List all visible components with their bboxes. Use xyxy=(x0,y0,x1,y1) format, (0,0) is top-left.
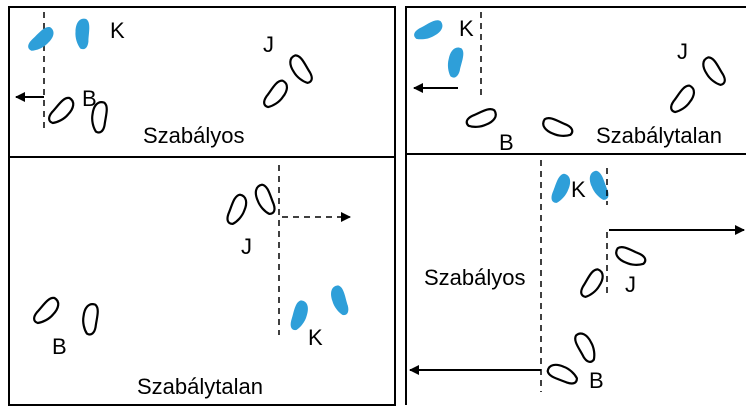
foot-white xyxy=(253,182,277,217)
label-k: K xyxy=(308,325,323,350)
b-team-feet xyxy=(463,102,576,145)
label-k: K xyxy=(459,16,474,41)
foot-blue xyxy=(330,284,349,317)
foot-white xyxy=(545,362,580,386)
foot-blue xyxy=(588,169,610,202)
foot-white xyxy=(668,81,698,118)
right-column: K B J Szabálytalan K xyxy=(405,6,746,405)
label-b: B xyxy=(82,86,97,111)
caption: Szabálytalan xyxy=(596,123,722,148)
foot-white xyxy=(31,292,63,330)
j-team-feet xyxy=(578,240,649,302)
foot-white xyxy=(261,76,291,113)
label-k: K xyxy=(110,18,125,43)
left-frame xyxy=(8,6,396,406)
foot-white xyxy=(539,111,576,145)
panel-bottom-left: J K B Szabálytalan xyxy=(31,165,351,399)
foot-white xyxy=(225,192,249,227)
label-b: B xyxy=(589,368,604,393)
foot-white xyxy=(578,265,607,302)
foot-blue xyxy=(550,172,572,205)
caption: Szabályos xyxy=(143,123,245,148)
label-j: J xyxy=(625,272,636,297)
foot-white xyxy=(568,329,603,365)
kicker-feet xyxy=(26,16,95,57)
label-j: J xyxy=(677,39,688,64)
foot-blue xyxy=(441,45,469,80)
left-column: K B J Szabályos J xyxy=(8,6,396,406)
foot-white xyxy=(699,53,728,90)
caption: Szabályos xyxy=(424,265,526,290)
foot-blue xyxy=(70,16,95,51)
caption: Szabálytalan xyxy=(137,374,263,399)
label-j: J xyxy=(263,32,274,57)
right-frame xyxy=(405,6,746,405)
foot-blue xyxy=(412,14,446,47)
foot-white xyxy=(286,51,315,88)
j-team-feet xyxy=(261,51,315,113)
foot-white xyxy=(612,240,649,274)
foot-blue xyxy=(290,299,309,332)
label-j: J xyxy=(241,234,252,259)
panel-bottom-right: K J Szabályos B xyxy=(409,160,745,393)
label-b: B xyxy=(52,334,67,359)
foot-white xyxy=(76,300,105,337)
foot-white xyxy=(463,102,500,136)
j-team-feet xyxy=(225,182,277,227)
b-team-feet xyxy=(46,92,114,135)
label-b: B xyxy=(499,130,514,155)
b-team-feet xyxy=(31,292,105,337)
panel-top-left: K B J Szabályos xyxy=(15,12,315,148)
foot-blue xyxy=(26,22,57,57)
label-k: K xyxy=(571,177,586,202)
foot-white xyxy=(46,92,78,130)
panel-top-right: K B J Szabálytalan xyxy=(412,12,728,155)
